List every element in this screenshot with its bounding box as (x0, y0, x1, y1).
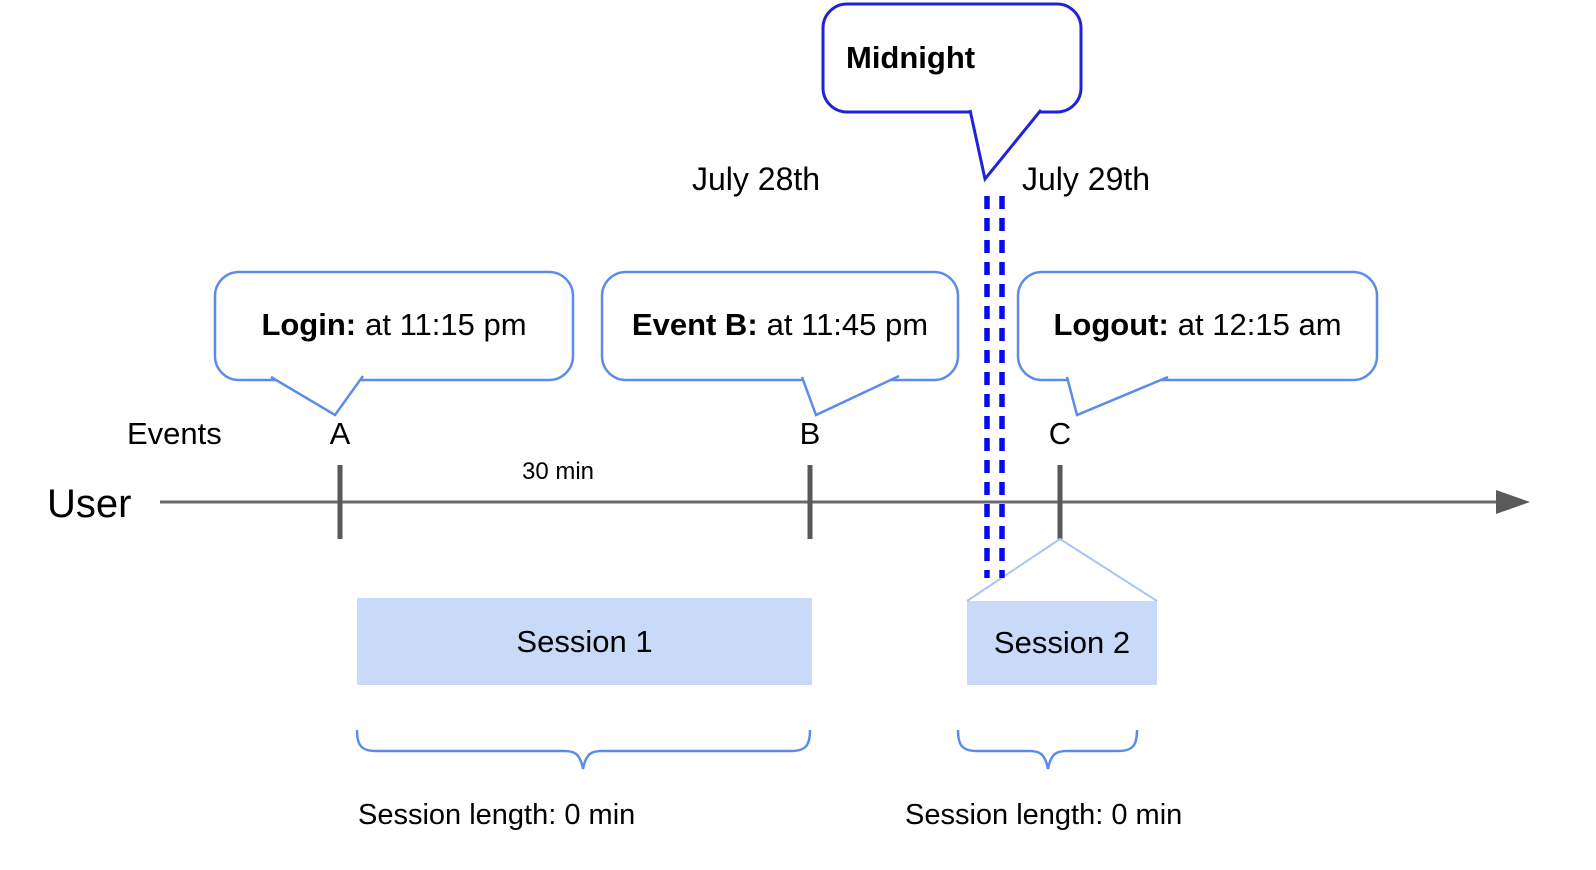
timeline-arrowhead-icon (1496, 490, 1530, 514)
logout-callout-bubble (1016, 270, 1379, 382)
user-label: User (47, 482, 132, 526)
session-2-bar: Session 2 (967, 601, 1157, 685)
event-b-callout-tail (800, 374, 900, 417)
session-2-link-lines (966, 537, 1158, 602)
date-label-july-28: July 28th (692, 161, 821, 197)
login-callout-title: Login: (261, 307, 357, 342)
event-marker-c: C (1048, 416, 1072, 451)
login-callout-time: at 11:15 pm (365, 307, 527, 342)
session-1-length-label: Session length: 0 min (358, 799, 636, 831)
event-b-callout-time: at 11:45 pm (766, 307, 929, 342)
midnight-callout-tail (968, 109, 1043, 183)
interval-label: 30 min (521, 458, 595, 485)
logout-callout-tail (1065, 375, 1169, 417)
logout-callout-time: at 12:15 am (1177, 307, 1342, 342)
events-axis-label: Events (127, 416, 222, 451)
event-b-callout-bubble (600, 270, 960, 382)
login-callout-tail (270, 375, 365, 417)
midnight-callout-bubble (821, 2, 1083, 114)
logout-callout-text: Logout: at 12:15 am (1018, 272, 1377, 378)
event-marker-a: A (329, 416, 351, 451)
session-2-length-label: Session length: 0 min (905, 799, 1183, 831)
session-2-label: Session 2 (993, 625, 1131, 660)
login-callout-bubble (213, 270, 575, 382)
session-2-brace (956, 729, 1139, 770)
session-1-brace (355, 729, 812, 770)
event-marker-b: B (799, 416, 821, 451)
session-1-bar: Session 1 (357, 598, 812, 685)
date-label-july-29: July 29th (1022, 161, 1151, 197)
event-b-callout-text: Event B: at 11:45 pm (602, 272, 958, 378)
midnight-callout-label: Midnight (846, 40, 976, 75)
event-b-callout-title: Event B: (631, 307, 758, 342)
logout-callout-title: Logout: (1053, 307, 1169, 342)
login-callout-text: Login: at 11:15 pm (215, 272, 573, 378)
session-1-label: Session 1 (516, 623, 653, 659)
